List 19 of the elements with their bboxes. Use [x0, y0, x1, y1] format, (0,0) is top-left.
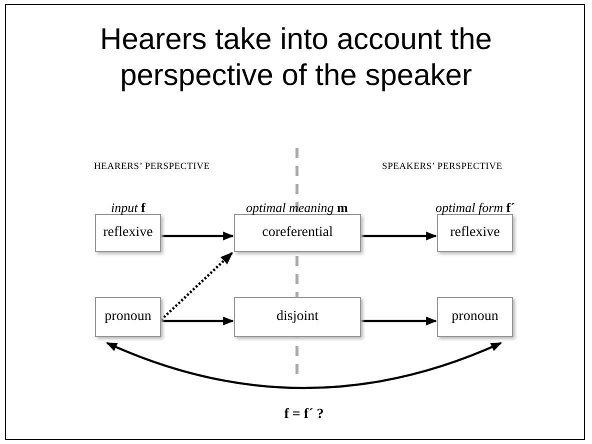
column-heading: SPEAKERS’ PERSPECTIVE [382, 162, 502, 172]
column-label: optimal meaning m [246, 200, 348, 216]
arrow [361, 316, 438, 326]
term-box: coreferential [234, 214, 361, 252]
column-label: optimal form f´ [436, 200, 515, 216]
arrow [161, 232, 234, 240]
column-label: input f [111, 200, 146, 216]
term-box: pronoun [95, 297, 161, 337]
edge-label: f = f´ ? [284, 407, 324, 423]
arrow [361, 232, 438, 240]
term-box: disjoint [234, 297, 361, 337]
curved-double-arrow [106, 342, 502, 390]
term-box: pronoun [437, 297, 513, 337]
term-box: reflexive [95, 214, 161, 252]
arrow [161, 316, 234, 326]
column-heading: HEARERS’ PERSPECTIVE [94, 162, 210, 172]
dotted-arrow [160, 252, 233, 321]
term-box: reflexive [437, 214, 513, 252]
slide-title: Hearers take into account the perspective of the speaker [99, 22, 493, 94]
